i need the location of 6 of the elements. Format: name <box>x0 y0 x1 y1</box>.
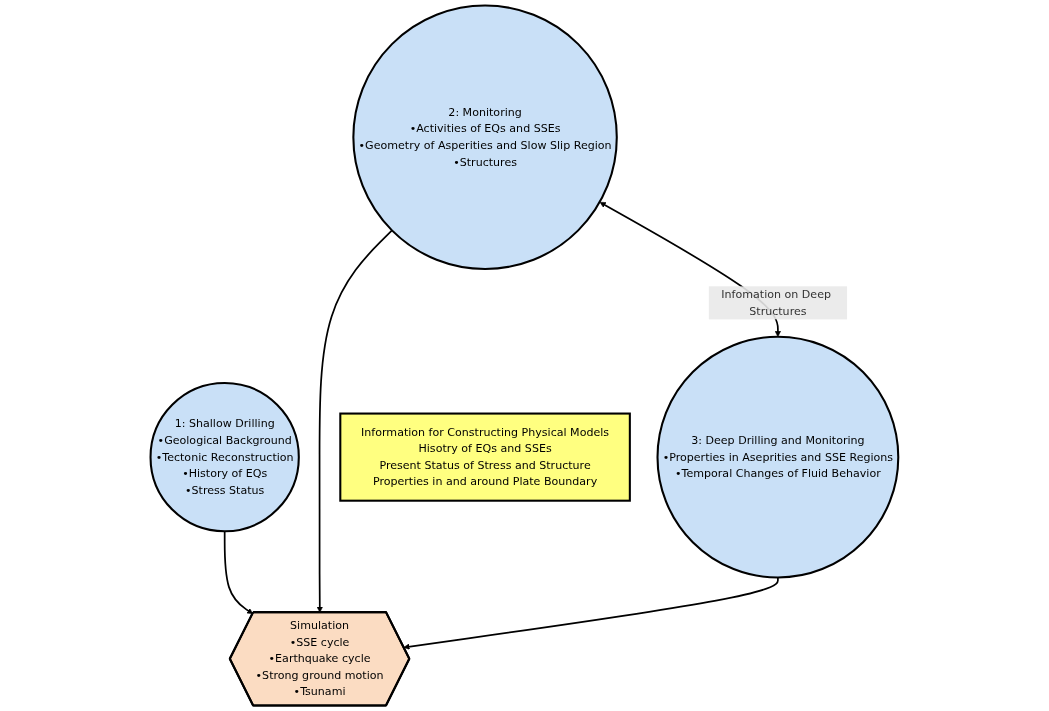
node-circle: 1: Shallow Drilling •Geological Background •Tectonic Reconstruction •History of EQs •Stress Status <box>149 381 300 533</box>
node-box: Information for Constructing Physical Models Hisotry of EQs and SSEs Present Status of Stress and Structure Properties in and around Plate Boundary <box>339 412 631 502</box>
arrow <box>316 229 393 613</box>
edge-label: Infomation on Deep Structures <box>721 287 832 318</box>
node-circle: 2: Monitoring •Activities of EQs and SSEs •Geometry of Asperities and Slow Slip Region •Structures <box>352 4 618 270</box>
node-circle: 3: Deep Drilling and Monitoring •Properties in Aseprities and SSE Regions •Temporal Changes of Fluid Behavior <box>656 335 900 579</box>
